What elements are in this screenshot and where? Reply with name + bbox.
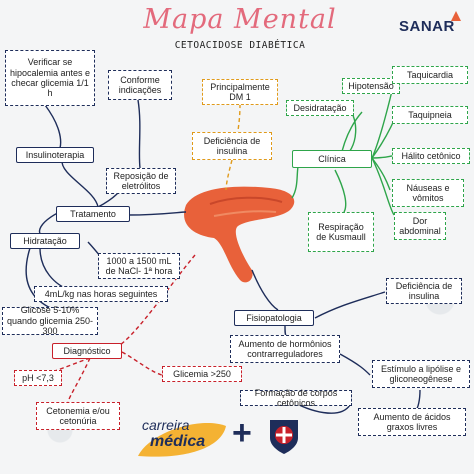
node-conforme-indicacoes: Conforme indicações [108,70,172,100]
node-hipotensao: Hipotensão [342,78,400,94]
node-diagnostico: Diagnóstico [52,343,122,359]
carreira-logo-text: carreira [142,417,190,433]
node-glicemia: Glicemia >250 [162,366,242,382]
sanar-logo: SANAR [399,18,455,35]
node-principalmente-dm1: Principalmente DM 1 [202,79,278,105]
medica-logo-text: médica [150,433,206,450]
node-tratamento: Tratamento [56,206,130,222]
node-halito-cetonico: Hálito cetônico [392,148,470,164]
node-deficiencia-insulina-causa: Deficiência de insulina [192,132,272,160]
pancreas-illustration [184,186,295,283]
page-title: Mapa Mental [143,4,337,35]
page-subtitle: CETOACIDOSE DIABÉTICA [174,40,306,51]
carreira-medica-logo-bg [138,422,226,457]
node-volume-nacl: 1000 a 1500 mL de NaCl- 1ª hora [98,253,180,279]
node-hidratacao: Hidratação [10,233,80,249]
node-fisiopatologia: Fisiopatologia [234,310,314,326]
node-acidos-graxos: Aumento de ácidos graxos livres [358,408,466,436]
node-taquicardia: Taquicardia [392,66,468,84]
node-nauseas-vomitos: Náuseas e vômitos [392,179,464,207]
node-ph: pH <7,3 [14,370,62,386]
node-hipocalemia: Verificar se hipocalemia antes e checar … [5,50,95,106]
node-insulinoterapia: Insulinoterapia [16,147,94,163]
node-reposicao-eletrolitos: Reposição de eletrólitos [106,168,176,194]
node-desidratacao: Desidratação [286,100,354,116]
node-lipolise-gliconeogenese: Estímulo a lipólise e gliconeogênese [372,360,470,388]
plus-icon: + [232,414,252,452]
node-taquipneia: Taquipneia [392,106,468,124]
sanar-logo-icon [451,11,461,21]
node-dor-abdominal: Dor abdominal [394,212,446,240]
node-respiracao-kusmaull: Respiração de Kusmaull [308,212,374,252]
node-glicose: Glicose 5-10% quando glicemia 250-300 [2,305,98,336]
node-hormonios-contrarreguladores: Aumento de hormônios contrarreguladores [230,335,340,363]
node-cetonemia: Cetonemia e/ou cetonúria [36,402,120,430]
medical-seal-icon [270,420,298,454]
node-corpos-cetonicos: Formação de corpos cetônicos [240,388,352,408]
node-4ml-kg: 4mL/kg nas horas seguintes [34,286,168,302]
node-deficiencia-insulina: Deficiência de insulina [386,278,462,304]
node-clinica: Clínica [292,150,372,168]
